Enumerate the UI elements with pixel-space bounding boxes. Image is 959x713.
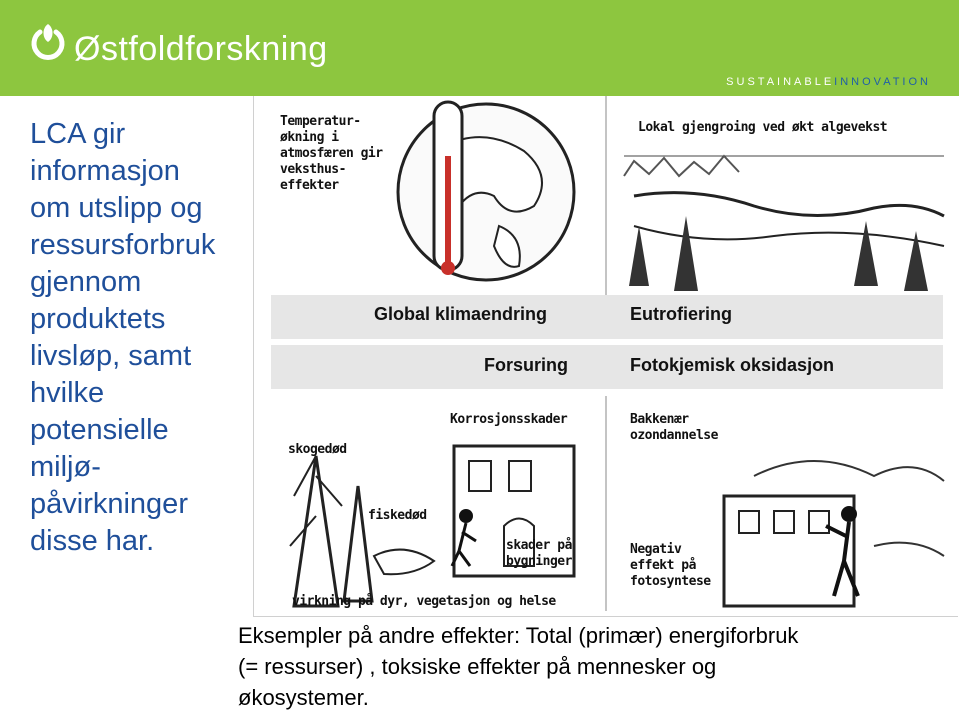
intro-line: om utslipp og [30,192,203,224]
intro-line: ressursforbruk [30,229,216,261]
annotation-line: ozondannelse [630,428,718,443]
annotation-line: fotosyntese [630,574,711,589]
annotation-line: bygninger [506,554,572,569]
annotation-fiskedod: fiskedød [368,508,427,523]
caption-line: (= ressurser) , toksiske effekter på men… [238,654,717,679]
tagline: SUSTAINABLEINNOVATION [726,76,931,88]
intro-line: potensielle [30,414,169,446]
ozone-scene-illustration [722,460,945,608]
lake-landscape-illustration [623,154,945,291]
intro-text: LCA gir informasjon om utslipp og ressur… [30,116,250,560]
annotation-line: atmosfæren gir [280,146,383,161]
category-forsuring: Forsuring [484,355,568,375]
category-global-klimaendring: Global klimaendring [374,304,548,324]
category-eutrofiering: Eutrofiering [630,304,732,324]
annotation-line: økning i [280,130,339,145]
globe-thermometer-illustration [396,100,576,282]
annotation-line: effekt på [630,558,696,573]
category-band-2 [271,345,943,389]
annotation-bakkenaer: Bakkenær ozondannelse [630,412,718,444]
annotation-line: Temperatur- [280,114,361,129]
intro-line: miljø- [30,451,101,483]
header-bar: Østfoldforskning SUSTAINABLEINNOVATION [0,0,959,96]
caption-text: Eksempler på andre effekter: Total (prim… [238,620,958,713]
intro-line: livsløp, samt [30,340,192,372]
tagline-part-a: SUSTAINABLE [726,76,835,88]
annotation-temperature: Temperatur- økning i atmosfæren gir veks… [280,114,383,194]
annotation-line: effekter [280,178,339,193]
category-band-1 [271,295,943,339]
figure-illustrations [289,96,945,611]
intro-line: produktets [30,303,166,335]
intro-line: hvilke [30,377,105,409]
intro-line: gjennom [30,266,142,298]
annotation-skogedod: skogedød [288,442,347,457]
intro-line: informasjon [30,155,180,187]
annotation-skader: skader på bygninger [506,538,572,570]
forest-building-illustration [289,444,576,608]
tagline-part-b: INNOVATION [834,76,931,88]
brand-name: Østfoldforskning [74,30,328,68]
category-fotokjemisk-oksidasjon: Fotokjemisk oksidasjon [630,355,835,375]
annotation-virkning: virkning på dyr, vegetasjon og helse [292,594,556,609]
intro-line: disse har. [30,525,155,557]
intro-line: påvirkninger [30,488,188,520]
annotation-negativ: Negativ effekt på fotosyntese [630,542,711,590]
annotation-line: skader på [506,538,572,553]
intro-line: LCA gir [30,118,126,150]
annotation-algae: Lokal gjengroing ved økt algevekst [638,120,888,135]
annotation-korrosjon: Korrosjonsskader [450,412,568,427]
annotation-line: Bakkenær [630,412,689,427]
caption-line: Eksempler på andre effekter: Total (prim… [238,623,799,648]
power-leaf-icon [31,24,65,60]
annotation-line: veksthus- [280,162,346,177]
annotation-line: Negativ [630,542,682,557]
caption-line: økosystemer. [238,685,369,710]
impact-categories-figure: Global klimaendring Eutrofiering Forsuri… [253,96,958,617]
